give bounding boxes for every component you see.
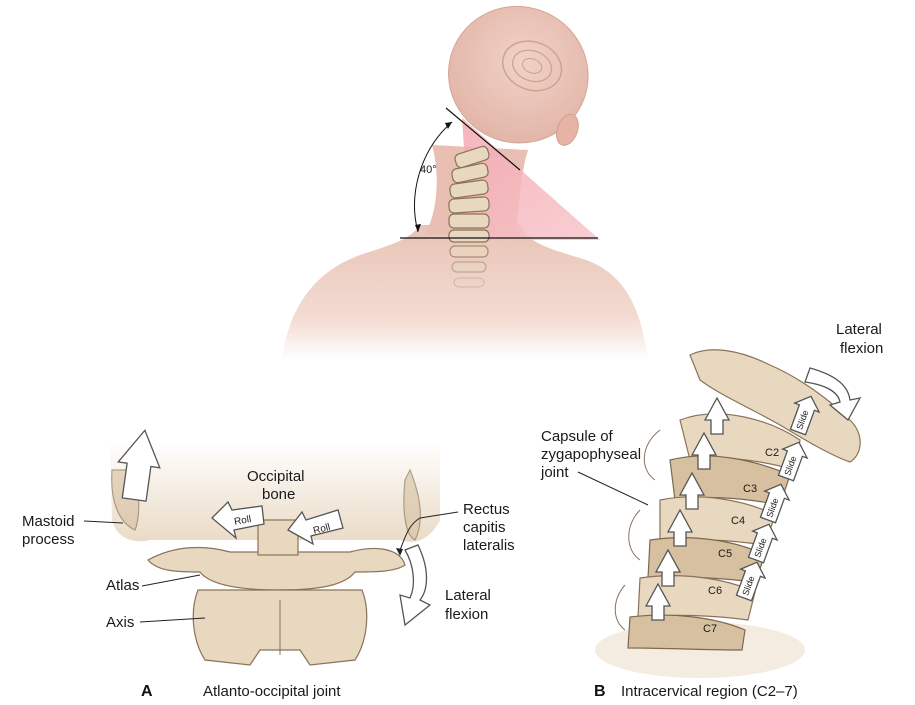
- vertebra-c4: C4: [731, 515, 745, 527]
- panel-a-letter: A: [141, 683, 153, 700]
- panel-b-letter: B: [594, 683, 606, 700]
- vertebra-c7: C7: [703, 623, 717, 635]
- mastoid-label-1: Mastoid: [22, 513, 75, 530]
- atlas-leader: [142, 575, 200, 586]
- torso: [282, 225, 648, 360]
- lateral-flexion-b-1: Lateral: [836, 321, 882, 338]
- panel-a: Roll Roll Occipital bone Mastoid process…: [22, 427, 515, 700]
- atlas-label: Atlas: [106, 577, 139, 594]
- capsule-label-3: joint: [540, 464, 569, 481]
- capsule-leader: [578, 472, 648, 505]
- capsule-label-1: Capsule of: [541, 428, 614, 445]
- rectus-label-2: capitis: [463, 519, 506, 536]
- capsule-label-2: zygapophyseal: [541, 446, 641, 463]
- panel-a-caption: Atlanto-occipital joint: [203, 683, 341, 700]
- downward-arrow-right: [400, 545, 430, 625]
- occipital-label-1: Occipital: [247, 468, 305, 485]
- rectus-label-3: lateralis: [463, 537, 515, 554]
- neck-figure: [282, 0, 648, 360]
- vertebra-c6: C6: [708, 585, 722, 597]
- lateral-flexion-b-2: flexion: [840, 340, 883, 357]
- vertebra-c3: C3: [743, 483, 757, 495]
- lateral-flexion-a-2: flexion: [445, 606, 488, 623]
- mastoid-label-2: process: [22, 531, 75, 548]
- panel-b: Slide Slide Slide Slide Slide C2 C3: [540, 321, 883, 700]
- occipital-label-2: bone: [262, 486, 295, 503]
- rectus-label-1: Rectus: [463, 501, 510, 518]
- angle-label: 40°: [420, 164, 437, 176]
- vertebra-c5: C5: [718, 548, 732, 560]
- panel-b-caption: Intracervical region (C2–7): [621, 683, 798, 700]
- vertebra-c2: C2: [765, 447, 779, 459]
- head: [429, 0, 612, 164]
- axis-label: Axis: [106, 614, 134, 631]
- lateral-flexion-a-1: Lateral: [445, 587, 491, 604]
